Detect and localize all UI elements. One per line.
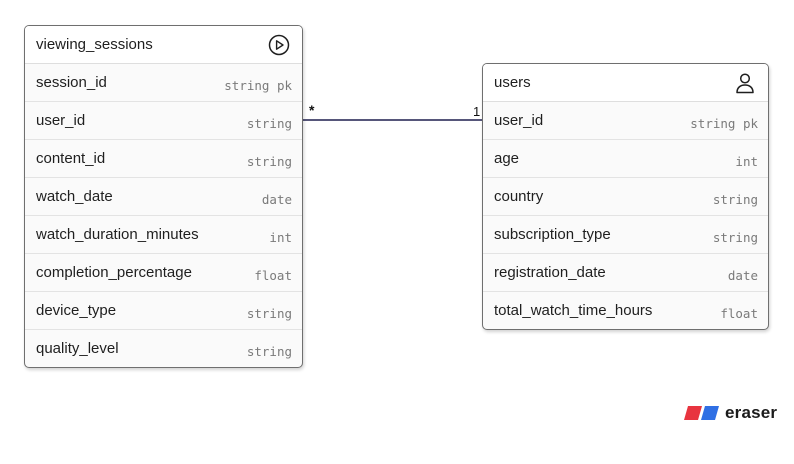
field-type: string [712,230,758,245]
field-type: date [727,268,758,283]
field-row[interactable]: age int [483,140,768,178]
field-row[interactable]: watch_duration_minutes int [25,216,302,254]
field-name: watch_duration_minutes [36,226,199,243]
field-row[interactable]: user_id string [25,102,302,140]
entity-title: users [494,74,531,91]
entity-header: users [483,64,768,102]
entity-title: viewing_sessions [36,36,153,53]
brand-name: eraser [725,403,778,422]
eraser-brand[interactable]: eraser [684,403,777,423]
field-name: total_watch_time_hours [494,302,653,319]
cardinality-one-label: 1 [473,104,481,119]
field-row[interactable]: session_id string pk [25,64,302,102]
field-name: user_id [36,112,86,129]
field-type: string [246,116,292,131]
field-row[interactable]: device_type string [25,292,302,330]
entity-users[interactable]: users user_id string pk age int country str… [482,63,769,330]
field-name: user_id [494,112,544,129]
field-type: int [269,230,292,245]
field-name: age [494,150,520,167]
field-row[interactable]: content_id string [25,140,302,178]
field-name: country [494,188,544,205]
field-row[interactable]: user_id string pk [483,102,768,140]
field-row[interactable]: watch_date date [25,178,302,216]
field-type: string [246,344,292,359]
field-name: completion_percentage [36,264,192,281]
field-row[interactable]: country string [483,178,768,216]
field-row[interactable]: quality_level string [25,330,302,367]
field-type: float [254,268,292,283]
field-name: registration_date [494,264,606,281]
field-type: float [720,306,758,321]
field-type: string pk [224,78,292,93]
field-name: watch_date [36,188,113,205]
entity-viewing-sessions[interactable]: viewing_sessions session_id string pk use… [24,25,303,368]
field-type: date [261,192,292,207]
field-row[interactable]: registration_date date [483,254,768,292]
field-row[interactable]: subscription_type string [483,216,768,254]
field-type: int [735,154,758,169]
eraser-logo-icon [684,406,719,420]
field-type: string [246,154,292,169]
field-name: session_id [36,74,107,91]
field-type: string [246,306,292,321]
field-type: string pk [690,116,758,131]
field-name: subscription_type [494,226,611,243]
field-name: content_id [36,150,106,167]
entity-header: viewing_sessions [25,26,302,64]
play-circle-icon [267,33,291,57]
field-name: device_type [36,302,117,319]
cardinality-many-label: * [309,102,315,118]
field-type: string [712,192,758,207]
field-row[interactable]: total_watch_time_hours float [483,292,768,329]
field-row[interactable]: completion_percentage float [25,254,302,292]
field-name: quality_level [36,340,119,357]
user-icon [733,71,757,95]
